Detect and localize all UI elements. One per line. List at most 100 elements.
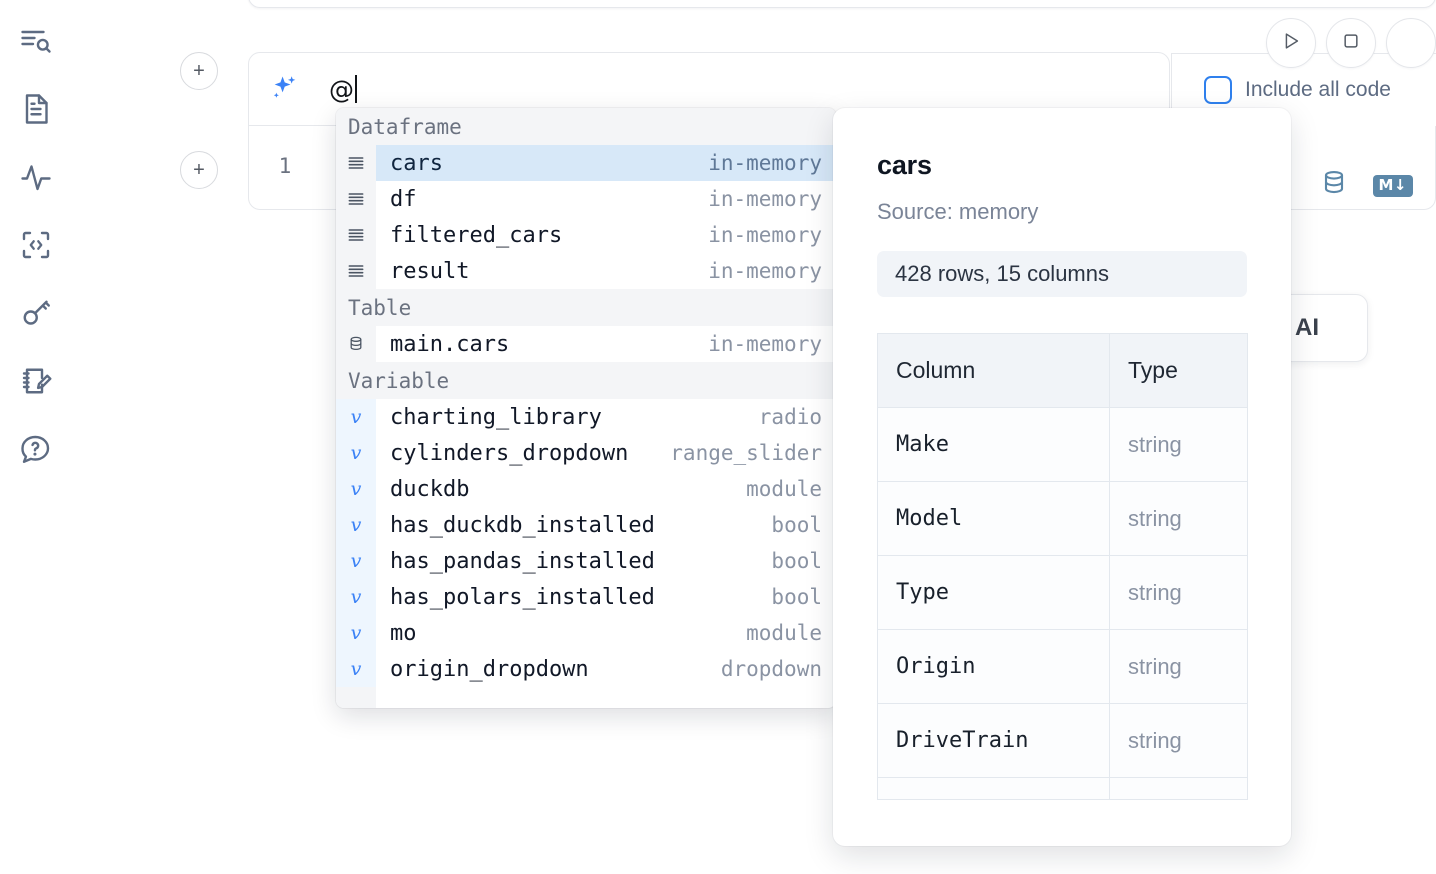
autocomplete-item-name: cylinders_dropdown: [390, 440, 629, 466]
variable-icon: v: [336, 651, 376, 687]
autocomplete-item-name: origin_dropdown: [390, 656, 589, 682]
autocomplete-item-name: mo: [390, 620, 417, 646]
schema-column-type: string: [1109, 703, 1248, 778]
code-cell-icons: M↓: [1319, 168, 1413, 203]
schema-column-name: Type: [877, 555, 1110, 630]
run-button[interactable]: [1266, 18, 1316, 68]
schema-column-type: string: [1109, 407, 1248, 482]
variable-icon: v: [336, 471, 376, 507]
autocomplete-item-type: module: [746, 477, 822, 501]
autocomplete-item-name: df: [390, 186, 417, 212]
include-all-code-label: Include all code: [1245, 77, 1391, 101]
database-icon: [336, 326, 376, 362]
autocomplete-item-type: radio: [758, 405, 822, 429]
autocomplete-item-name: cars: [390, 150, 443, 176]
notebook-edit-icon: [18, 363, 54, 399]
autocomplete-item-type: module: [746, 621, 822, 645]
autocomplete-item-type: in-memory: [708, 151, 822, 175]
sidebar-item-secrets[interactable]: [13, 290, 59, 336]
autocomplete-item-type: bool: [771, 513, 822, 537]
schema-column-type: string: [1109, 555, 1248, 630]
sidebar-item-activity[interactable]: [13, 154, 59, 200]
autocomplete-item-type: in-memory: [708, 259, 822, 283]
autocomplete-item-name: has_duckdb_installed: [390, 512, 655, 538]
activity-pulse-icon: [18, 159, 54, 195]
autocomplete-item-type: bool: [771, 585, 822, 609]
autocomplete-item-type: bool: [771, 549, 822, 573]
ai-prompt-value: @: [329, 74, 355, 104]
line-number: 1: [278, 154, 292, 178]
stop-button[interactable]: [1326, 18, 1376, 68]
schema-column-type: string: [1109, 481, 1248, 556]
dataframe-icon: [336, 145, 376, 181]
autocomplete-item-name: filtered_cars: [390, 222, 563, 248]
autocomplete-item-type: in-memory: [708, 332, 822, 356]
schema-header-type: Type: [1109, 333, 1248, 408]
play-icon: [1280, 30, 1302, 57]
detail-shape: 428 rows, 15 columns: [877, 251, 1247, 297]
autocomplete-item-name: has_polars_installed: [390, 584, 655, 610]
autocomplete-item-name: has_pandas_installed: [390, 548, 655, 574]
add-cell-button-top[interactable]: +: [180, 52, 218, 90]
autocomplete-item[interactable]: cars in-memory: [336, 145, 836, 181]
autocomplete-item[interactable]: v has_polars_installed bool: [336, 579, 836, 615]
dataframe-icon: [336, 181, 376, 217]
sidebar-item-file[interactable]: [13, 86, 59, 132]
autocomplete-group-header: Dataframe: [336, 108, 836, 145]
schema-header-column: Column: [877, 333, 1110, 408]
autocomplete-item[interactable]: v origin_dropdown dropdown: [336, 651, 836, 687]
ai-prompt-input[interactable]: @: [301, 53, 1169, 125]
schema-column-type: string: [1109, 629, 1248, 704]
cell-above-partial: [248, 0, 1436, 8]
detail-title: cars: [877, 150, 932, 180]
file-text-icon: [18, 91, 54, 127]
dataframe-icon: [336, 253, 376, 289]
database-icon[interactable]: [1319, 168, 1349, 203]
autocomplete-item[interactable]: df in-memory: [336, 181, 836, 217]
autocomplete-item-type: in-memory: [708, 223, 822, 247]
autocomplete-item-type: dropdown: [720, 657, 822, 681]
more-actions-button[interactable]: [1386, 18, 1436, 68]
variable-icon: v: [336, 579, 376, 615]
sidebar-item-help[interactable]: [13, 426, 59, 472]
detail-source: Source: memory: [877, 199, 1039, 224]
schema-column-type: [1109, 777, 1248, 800]
autocomplete-item[interactable]: result in-memory: [336, 253, 836, 289]
schema-column-name: Origin: [877, 629, 1110, 704]
schema-header-row: Column Type: [877, 333, 1248, 408]
variable-icon: v: [336, 615, 376, 651]
dataframe-detail-panel: cars Source: memory 428 rows, 15 columns…: [833, 108, 1291, 846]
markdown-badge[interactable]: M↓: [1372, 174, 1413, 197]
autocomplete-item-name: result: [390, 258, 470, 284]
autocomplete-item[interactable]: filtered_cars in-memory: [336, 217, 836, 253]
autocomplete-item-type: in-memory: [708, 187, 822, 211]
sidebar-item-explore-outline[interactable]: [13, 18, 59, 64]
include-all-code-checkbox[interactable]: [1204, 75, 1232, 104]
sidebar-rail: [0, 0, 72, 874]
autocomplete-group-header: Table: [336, 289, 836, 326]
autocomplete-group-header: Variable: [336, 362, 836, 399]
key-icon: [18, 295, 54, 331]
dataframe-icon: [336, 217, 376, 253]
autocomplete-item[interactable]: main.cars in-memory: [336, 326, 836, 362]
sidebar-item-scratchpad[interactable]: [13, 358, 59, 404]
add-cell-button-bottom[interactable]: +: [180, 151, 218, 189]
sidebar-item-snippets[interactable]: [13, 222, 59, 268]
run-controls: [1266, 18, 1436, 68]
schema-row-partial: [877, 777, 1248, 800]
autocomplete-item-name: main.cars: [390, 331, 510, 357]
stop-square-icon: [1341, 31, 1361, 56]
